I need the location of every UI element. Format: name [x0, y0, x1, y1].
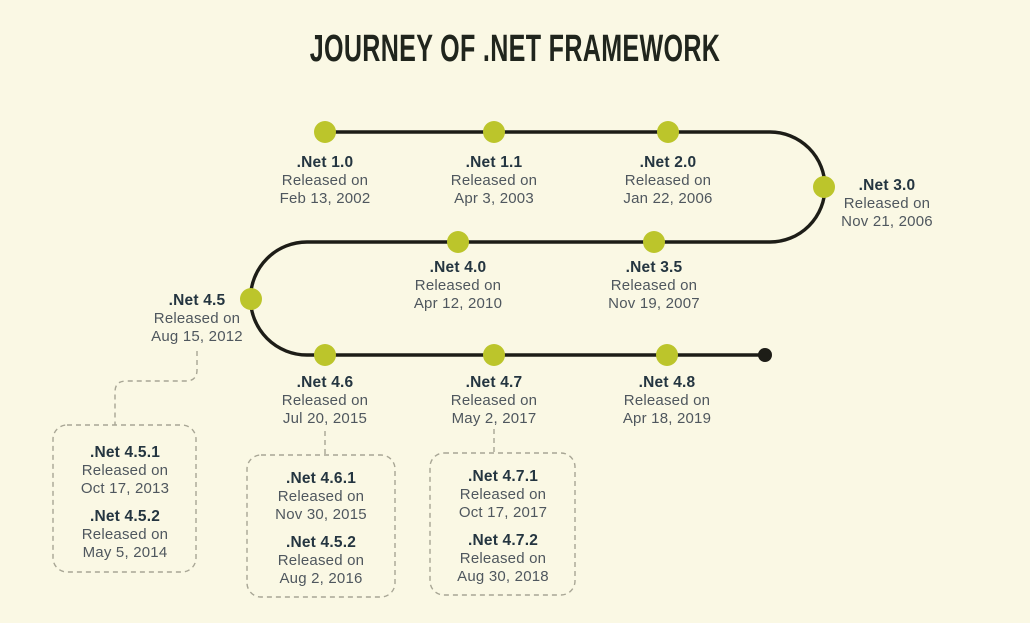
milestone-dot-net-4-0: [447, 231, 469, 253]
sub-version-box-4-5: [52, 424, 197, 573]
milestone-label-net-4-8: .Net 4.8 Released on Apr 18, 2019: [622, 374, 712, 427]
sub-version-entry: .Net 4.5.1 Released on Oct 17, 2013: [80, 444, 170, 497]
sub-version-text-4-5: .Net 4.5.1 Released on Oct 17, 2013 .Net…: [81, 444, 169, 562]
sub-version-entry: .Net 4.5.2 Released on May 5, 2014: [81, 508, 169, 561]
sub-version-entry: .Net 4.7.2 Released on Aug 30, 2018: [457, 532, 549, 585]
milestone-dot-net-1-0: [314, 121, 336, 143]
milestone-label-net-2-0: .Net 2.0 Released on Jan 22, 2006: [623, 154, 713, 207]
timeline-path: [248, 130, 827, 357]
milestone-dot-net-4-5: [240, 288, 262, 310]
connector-line-net-4-5: [114, 351, 198, 425]
sub-version-entry: .Net 4.7.1 Released on Oct 17, 2017: [458, 468, 548, 521]
milestone-label-net-4-5: .Net 4.5 Released on Aug 15, 2012: [151, 292, 243, 345]
timeline-end-dot-icon: [758, 348, 772, 362]
sub-version-box-4-6: [246, 454, 396, 598]
milestone-dot-net-3-0: [813, 176, 835, 198]
sub-version-entry: .Net 4.6.1 Released on Nov 30, 2015: [275, 470, 367, 523]
milestone-label-net-3-0: .Net 3.0 Released on Nov 21, 2006: [841, 177, 933, 230]
milestone-dot-net-3-5: [643, 231, 665, 253]
milestone-label-net-4-6: .Net 4.6 Released on Jul 20, 2015: [281, 374, 369, 427]
sub-version-entry: .Net 4.5.2 Released on Aug 2, 2016: [277, 534, 365, 587]
sub-version-text-4-6: .Net 4.6.1 Released on Nov 30, 2015 .Net…: [275, 470, 367, 588]
milestone-label-net-1-0: .Net 1.0 Released on Feb 13, 2002: [279, 154, 371, 207]
sub-version-text-4-7: .Net 4.7.1 Released on Oct 17, 2017 .Net…: [457, 468, 549, 586]
milestone-dot-net-4-7: [483, 344, 505, 366]
milestone-label-net-4-7: .Net 4.7 Released on May 2, 2017: [450, 374, 538, 427]
milestone-dot-net-1-1: [483, 121, 505, 143]
milestone-label-net-3-5: .Net 3.5 Released on Nov 19, 2007: [608, 259, 700, 312]
milestone-dot-net-2-0: [657, 121, 679, 143]
sub-version-box-4-7: [429, 452, 576, 596]
milestone-label-net-1-1: .Net 1.1 Released on Apr 3, 2003: [450, 154, 538, 207]
milestone-dot-net-4-8: [656, 344, 678, 366]
milestone-label-net-4-0: .Net 4.0 Released on Apr 12, 2010: [413, 259, 503, 312]
milestone-dot-net-4-6: [314, 344, 336, 366]
page-title: JOURNEY OF .NET FRAMEWORK: [309, 28, 721, 70]
